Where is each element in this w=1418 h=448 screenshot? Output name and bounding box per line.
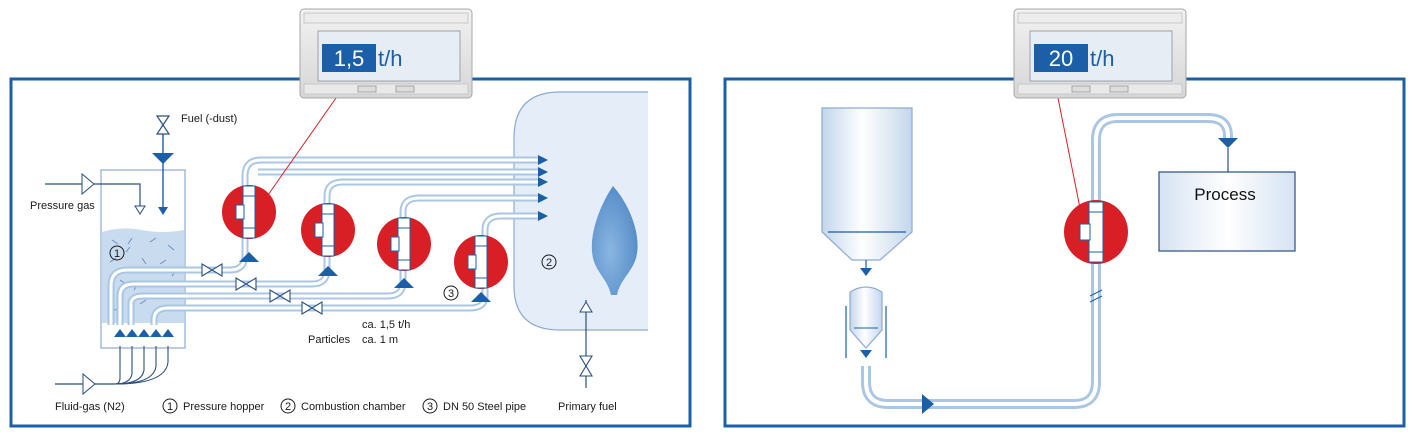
hopper-nozzles <box>114 329 174 337</box>
legend: 1 Pressure hopper 2 Combustion chamber 3… <box>162 398 526 414</box>
size-label: ca. 1 m <box>362 334 398 346</box>
display-leader-line <box>267 97 337 196</box>
rate-label: ca. 1,5 t/h <box>362 319 410 331</box>
flow-display-right: 20 t/h <box>1013 8 1187 99</box>
legend-num-2: 2 <box>285 401 291 413</box>
pipe-valve-icon <box>201 263 323 315</box>
flow-sensor-4 <box>454 235 508 302</box>
fuel-label: Fuel (-dust) <box>181 113 237 125</box>
storage-silo <box>821 107 913 276</box>
fluid-gas-label: Fluid-gas (N2) <box>55 401 125 413</box>
fuel-inlet-arrow-icon <box>152 153 174 164</box>
fluid-gas-arrow-icon <box>82 372 96 396</box>
flame-icon <box>591 186 638 295</box>
feeder-hopper <box>845 286 887 358</box>
fluid-gas-manifold <box>114 346 169 385</box>
display-unit: t/h <box>378 46 402 71</box>
flow-sensor-right <box>1064 200 1128 264</box>
primary-fuel-valve-icon <box>579 355 593 377</box>
legend-num-1: 1 <box>167 401 173 413</box>
legend-text-2: Combustion chamber <box>301 401 406 413</box>
display-value: 1,5 <box>334 46 365 71</box>
process-label: Process <box>1194 185 1255 204</box>
fuel-valve-icon <box>155 115 171 135</box>
legend-num-3: 3 <box>427 401 433 413</box>
marker-hopper: 1 <box>114 248 120 260</box>
process-inlet-arrow-icon <box>1218 138 1238 148</box>
pipe-network <box>107 156 540 325</box>
conveying-pipe <box>861 113 1233 409</box>
particles-label: Particles <box>308 334 351 346</box>
flow-direction-arrow-icon <box>922 394 934 414</box>
legend-text-3: DN 50 Steel pipe <box>443 401 526 413</box>
pressure-gas-label: Pressure gas <box>30 200 95 212</box>
flow-display-left: 1,5 t/h <box>299 8 473 99</box>
left-panel: 1,5 t/h Fuel (-dust) Pressure gas Fluid-… <box>9 8 692 428</box>
marker-pipe: 3 <box>448 288 454 300</box>
pipe-outlet-arrows <box>538 155 548 221</box>
display-unit-right: t/h <box>1090 46 1114 71</box>
flow-sensor-2 <box>301 203 355 276</box>
primary-fuel-label: Primary fuel <box>558 401 617 413</box>
primary-fuel-arrow-icon <box>579 301 593 313</box>
legend-text-1: Pressure hopper <box>183 401 265 413</box>
marker-chamber: 2 <box>546 257 552 269</box>
flow-sensor-1 <box>222 185 276 262</box>
process-box <box>1158 171 1296 252</box>
flow-sensor-3 <box>377 217 431 288</box>
display-value-right: 20 <box>1049 46 1073 71</box>
pressure-gas-arrow-icon <box>81 172 95 196</box>
display-leader-line-right <box>1057 97 1081 209</box>
right-panel: Process 20 t/h <box>723 8 1406 428</box>
